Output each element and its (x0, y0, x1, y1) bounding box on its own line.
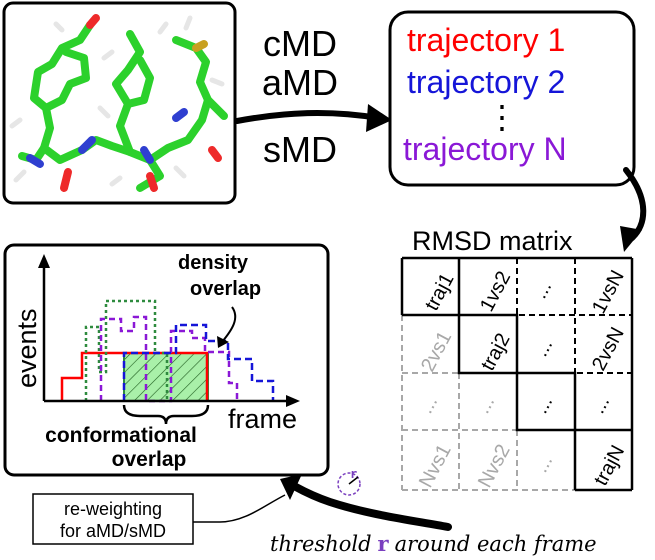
rmsd-cell-2vs1: 2vs1 (417, 328, 456, 376)
threshold-caption-before: threshold (270, 532, 372, 556)
reweighting-connector (193, 494, 286, 523)
method-label-amd: aMD (262, 62, 338, 103)
threshold-r-icon: r (337, 467, 361, 496)
arrow-molecule-to-trajectories (234, 109, 381, 124)
rmsd-cell-traj1: traj1 (421, 270, 459, 315)
histogram-x-label: frame (228, 404, 297, 434)
trajectory-ellipsis: ⋮ (486, 99, 518, 135)
rmsd-cell-1vsn: 1vsN (588, 267, 629, 318)
reweighting-label-line1: re-weighting (64, 499, 162, 519)
method-label-smd: sMD (263, 129, 337, 170)
arrow-head-3 (280, 474, 302, 500)
threshold-r-icon-label: r (350, 467, 357, 481)
rmsd-cell-0-2: ... (529, 277, 556, 302)
method-label-cmd: cMD (263, 23, 337, 64)
rmsd-cell-1vs2: 1vs2 (476, 268, 515, 316)
rmsd-cell-nvs1: Nvs1 (415, 441, 456, 492)
rmsd-matrix (400, 256, 634, 492)
rmsd-cell-2-3: ... (587, 392, 614, 417)
threshold-caption-symbol: r (378, 531, 390, 556)
trajectory-1-label: trajectory 1 (407, 22, 565, 58)
rmsd-cell-2-0: ... (415, 392, 442, 417)
rmsd-cell-trajn: trajN (590, 442, 629, 490)
arrow-head-2 (620, 226, 642, 252)
rmsd-cell-traj2: traj2 (477, 330, 515, 375)
trajectories-panel (388, 10, 636, 187)
rmsd-cell-3-2: ... (530, 451, 557, 476)
rmsd-cell-2-2: ... (530, 392, 557, 417)
conformational-overlap-label-line2: overlap (112, 448, 187, 471)
rmsd-cell-nvs2: Nvs2 (474, 441, 515, 492)
reweighting-box (32, 493, 194, 545)
histogram-x-axis-arrow (286, 395, 300, 407)
density-overlap-label-line2: overlap (190, 278, 261, 300)
conformational-overlap-label-line1: conformational (45, 424, 197, 447)
conformational-overlap-brace (122, 404, 210, 425)
histogram-red-series (60, 351, 209, 401)
rmsd-matrix-title: RMSD matrix (412, 226, 573, 256)
histogram-y-label: events (12, 308, 42, 388)
histogram-green-series (84, 299, 169, 401)
arrow-rmsd-to-histogram (290, 482, 452, 531)
rmsd-cell-1-2: ... (530, 335, 557, 360)
rmsd-cell-2vsn: 2vsN (588, 324, 629, 375)
histogram-blue-series (122, 323, 275, 401)
histogram-purple-series (99, 315, 239, 403)
molecule-structure-image (9, 14, 228, 192)
histogram-y-axis-arrow (38, 254, 50, 268)
trajectory-2-label: trajectory 2 (407, 64, 565, 100)
threshold-caption-after: around each frame (395, 532, 597, 556)
density-overlap-label-line1: density (178, 252, 249, 274)
reweighting-label-line2: for aMD/sMD (60, 521, 166, 541)
arrow-head-1 (366, 104, 392, 132)
trajectory-n-label: trajectory N (403, 131, 567, 167)
density-overlap-pointer (221, 306, 237, 343)
rmsd-cell-2-1: ... (472, 392, 499, 417)
